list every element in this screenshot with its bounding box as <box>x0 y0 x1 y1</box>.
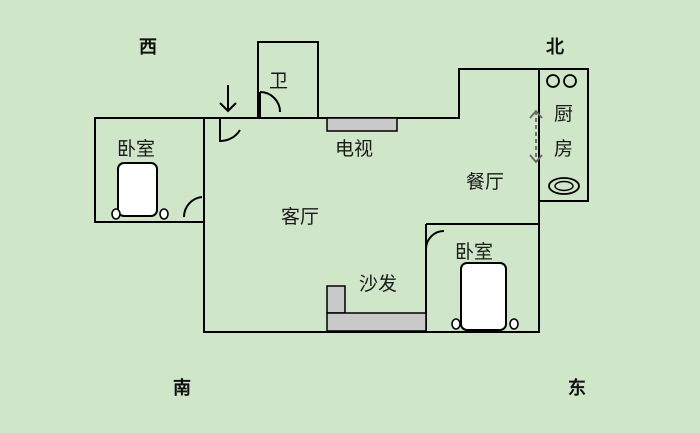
kitchen-flow-arrow-icon <box>529 109 543 164</box>
bathroom-label: 卫 <box>269 70 288 92</box>
sofa-arm <box>326 285 346 314</box>
sofa-label: 沙发 <box>359 273 397 295</box>
kitchen-label-line-2: 房 <box>554 138 573 160</box>
west-bedroom-outline <box>94 117 205 223</box>
east-bed-icon <box>451 262 519 331</box>
stove-icon <box>546 74 577 88</box>
east-bedroom-door-icon <box>425 230 445 250</box>
west-bedroom-label: 卧室 <box>117 138 155 160</box>
tv-cabinet <box>326 117 398 132</box>
west-bed-icon <box>111 162 169 220</box>
living-room-label: 客厅 <box>281 206 319 228</box>
main-door-icon <box>219 118 241 143</box>
entry-arrow-icon <box>219 85 237 113</box>
compass-west: 西 <box>139 37 157 58</box>
kitchen-label-line-1: 厨 <box>554 103 573 125</box>
compass-north: 北 <box>546 37 564 58</box>
apartment-outline <box>203 41 589 333</box>
sink-icon <box>548 177 580 195</box>
west-bedroom-door-icon <box>182 196 203 218</box>
tv-label: 电视 <box>335 138 373 160</box>
sofa-seat <box>326 312 427 332</box>
compass-east: 东 <box>568 377 586 399</box>
bathroom-door-icon <box>259 91 281 113</box>
compass-south: 南 <box>173 377 191 399</box>
dining-room-label: 餐厅 <box>466 171 504 193</box>
east-bedroom-label: 卧室 <box>455 241 493 263</box>
